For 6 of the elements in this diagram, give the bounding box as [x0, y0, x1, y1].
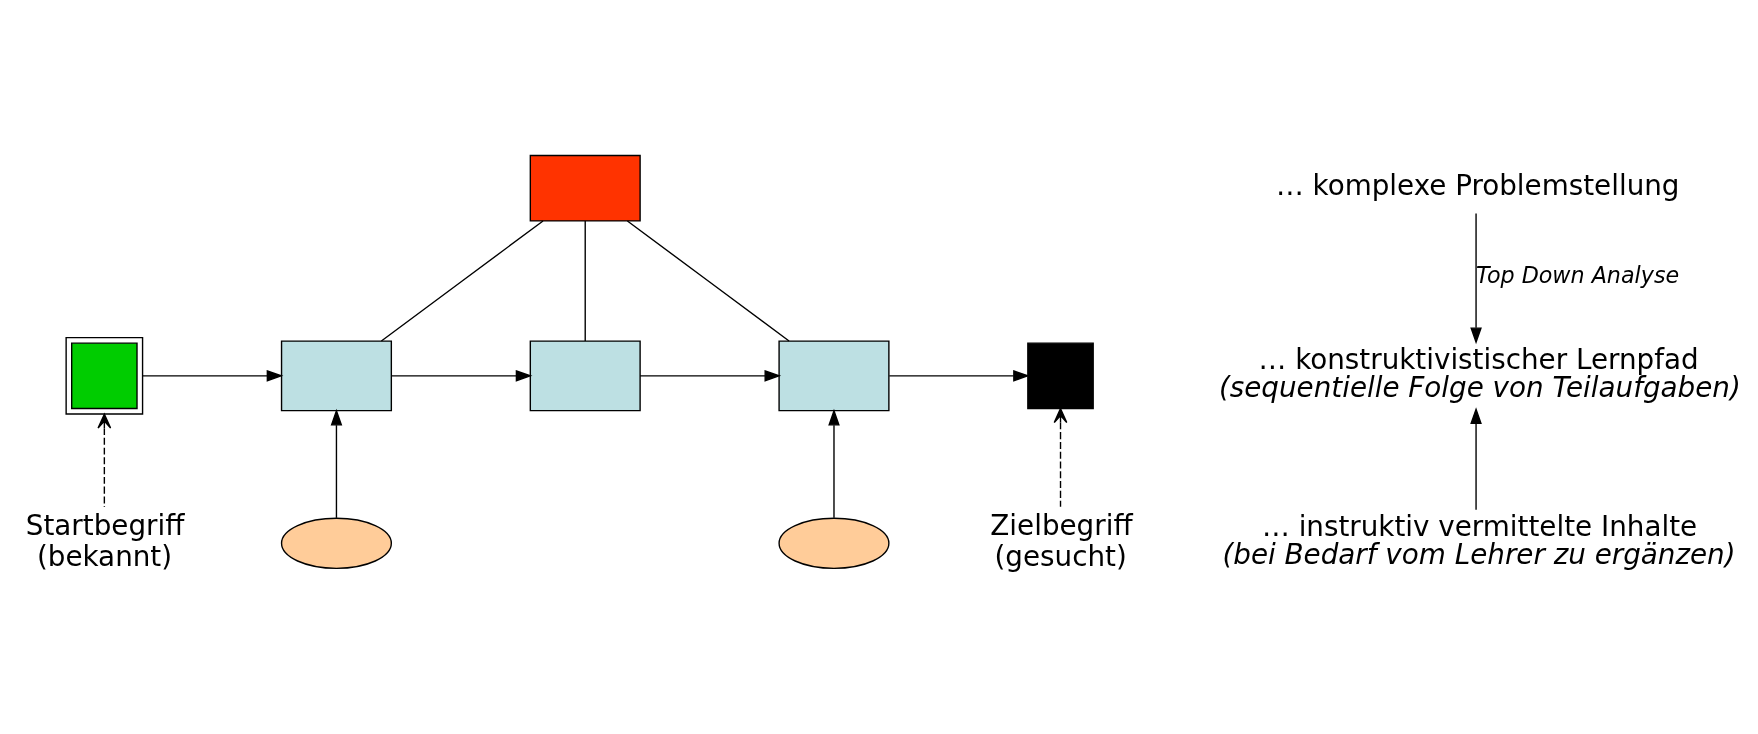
node-text: … instruktiv vermittelte Inhalte (bei Bedarf vom Lehrer zu ergänzen)	[1221, 509, 1736, 571]
edge-label: Top Down Analyse	[1475, 261, 1679, 288]
node-text: … komplexe Problemstellung	[1275, 168, 1679, 202]
node-text: Startbegriff (bekannt)	[25, 508, 184, 573]
node-text: Zielbegriff (gesucht)	[989, 508, 1133, 573]
node-text: … konstruktivistischer Lernpfad (sequentielle Folge von Teilaufgaben)	[1218, 342, 1741, 404]
